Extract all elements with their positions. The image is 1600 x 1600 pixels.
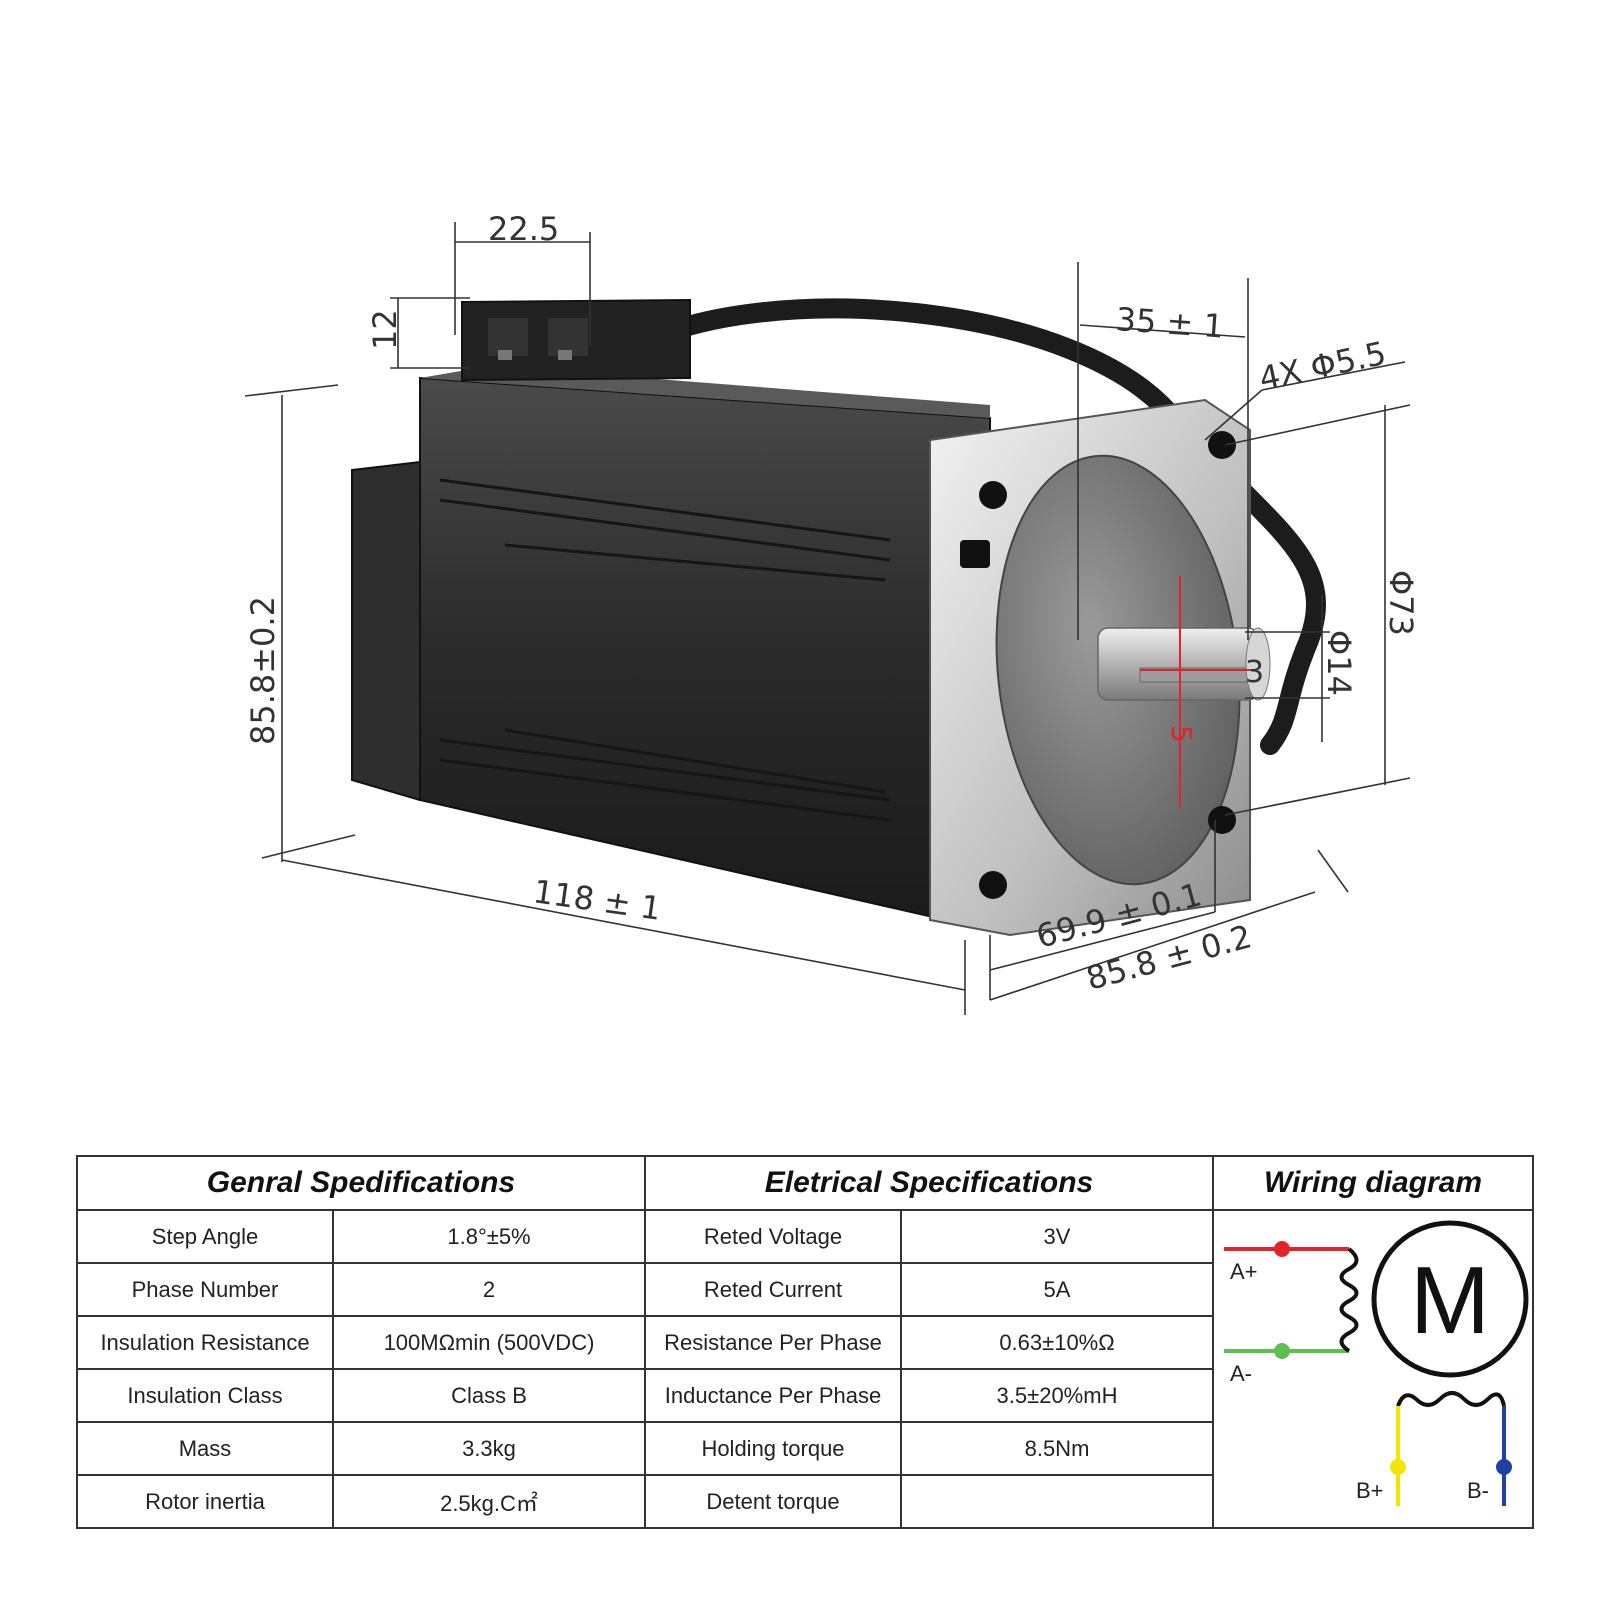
mount-hole-bl <box>979 871 1007 899</box>
spec-label: Inductance Per Phase <box>644 1368 902 1423</box>
spec-value: 2.5kg.C㎡ <box>332 1474 646 1529</box>
mount-hole-br <box>1208 806 1236 834</box>
spec-value: Class B <box>332 1368 646 1423</box>
spec-value <box>900 1474 1214 1529</box>
a-plus-dot <box>1274 1241 1290 1257</box>
general-spec-header: Genral Spedifications <box>76 1155 646 1211</box>
wiring-diagram-header: Wiring diagram <box>1212 1155 1534 1211</box>
dim-mount-holes: 4X Φ5.5 <box>1256 334 1390 398</box>
spec-label: Insulation Resistance <box>76 1315 334 1370</box>
a-minus-dot <box>1274 1343 1290 1359</box>
dimension-lines <box>244 222 1411 1015</box>
spec-value: 3.3kg <box>332 1421 646 1476</box>
spec-value: 100MΩmin (500VDC) <box>332 1315 646 1370</box>
motor-symbol-circle <box>1371 1220 1529 1378</box>
dim-connector-width: 22.5 <box>488 210 559 248</box>
dim-shaft-diameter: Φ14 <box>1320 630 1358 696</box>
spec-value: 3V <box>900 1209 1214 1264</box>
spec-value: 0.63±10%Ω <box>900 1315 1214 1370</box>
electrical-spec-header: Eletrical Specifications <box>644 1155 1214 1211</box>
dim-pilot-diameter: Φ73 <box>1382 570 1420 636</box>
spec-label: Mass <box>76 1421 334 1476</box>
wiring-diagram: M A+ A- B+ B- <box>1212 1209 1534 1529</box>
a-plus-label: A+ <box>1230 1259 1258 1284</box>
spec-label: Reted Voltage <box>644 1209 902 1264</box>
spec-table: Genral Spedifications Eletrical Specific… <box>76 1155 1534 1529</box>
dim-shaft-length: 35 ± 1 <box>1114 300 1225 345</box>
motor-body <box>351 366 991 932</box>
spec-value: 1.8°±5% <box>332 1209 646 1264</box>
b-minus-dot <box>1496 1459 1512 1475</box>
dim-connector-height: 12 <box>366 309 404 350</box>
b-plus-dot <box>1390 1459 1406 1475</box>
spec-value: 5A <box>900 1262 1214 1317</box>
spec-label: Rotor inertia <box>76 1474 334 1529</box>
dim-key-depth: 5 <box>1165 725 1198 743</box>
connector <box>461 298 691 382</box>
dim-body-height: 85.8±0.2 <box>244 596 282 745</box>
motor-symbol-letter: M <box>1410 1247 1490 1354</box>
spec-value: 2 <box>332 1262 646 1317</box>
spec-label: Reted Current <box>644 1262 902 1317</box>
b-minus-label: B- <box>1467 1478 1489 1503</box>
spec-label: Holding torque <box>644 1421 902 1476</box>
shaft <box>1097 576 1271 808</box>
b-plus-label: B+ <box>1356 1478 1384 1503</box>
coil-a <box>1339 1247 1359 1353</box>
mount-hole-tl <box>979 481 1007 509</box>
spec-value: 8.5Nm <box>900 1421 1214 1476</box>
spec-value: 3.5±20%mH <box>900 1368 1214 1423</box>
spec-label: Phase Number <box>76 1262 334 1317</box>
coil-b <box>1396 1391 1506 1407</box>
dim-key-width: 3 <box>1245 655 1264 690</box>
spec-label: Step Angle <box>76 1209 334 1264</box>
mount-hole-tr <box>1208 431 1236 459</box>
motor-dimension-drawing: 22.5 12 85.8±0.2 118 ± 1 35 ± 1 4X Φ5.5 … <box>244 210 1420 1015</box>
spec-label: Detent torque <box>644 1474 902 1529</box>
spec-label: Insulation Class <box>76 1368 334 1423</box>
a-minus-label: A- <box>1230 1361 1252 1386</box>
spec-label: Resistance Per Phase <box>644 1315 902 1370</box>
